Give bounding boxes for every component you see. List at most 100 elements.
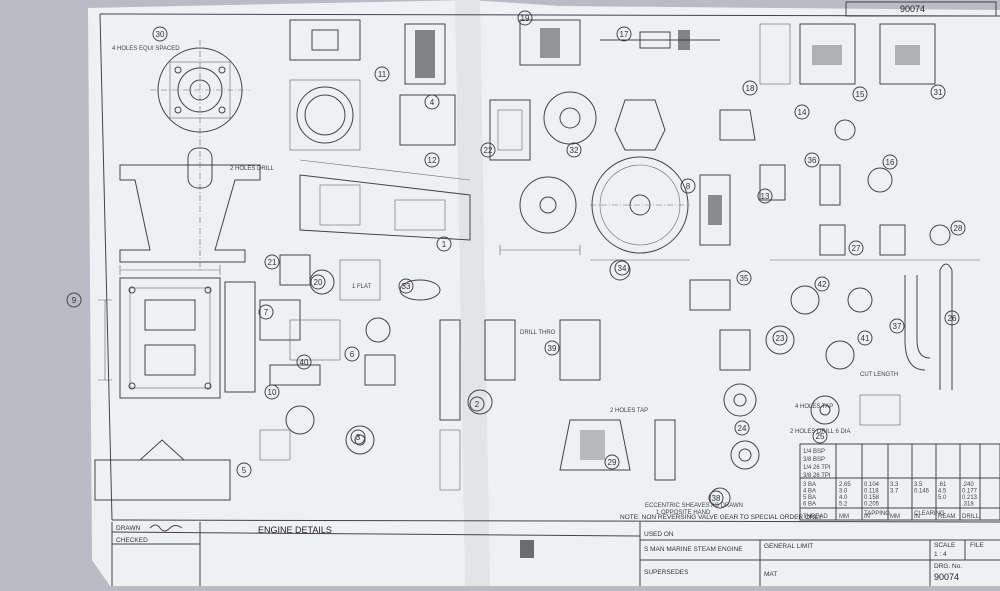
part-number: 38 — [712, 494, 721, 503]
part-balloon — [708, 490, 724, 506]
annotations: 4 HOLES EQUI SPACED 2 HOLES DRILL 2 HOLES … — [112, 46, 898, 516]
drawn-signature — [149, 524, 183, 532]
part-number: 36 — [808, 156, 817, 165]
part-number: 6 — [350, 350, 355, 359]
part-balloon — [889, 318, 905, 334]
thread-table-cell: 2.65 — [839, 482, 851, 488]
annotation: 1 FLAT — [352, 284, 372, 290]
part-balloon — [857, 330, 873, 346]
thread-table-cell: 0.118 — [864, 489, 879, 495]
thread-top-row-2: 3/8 BSP — [803, 457, 825, 463]
thread-table-cell: .318 — [962, 502, 974, 508]
part-number: 21 — [268, 258, 277, 267]
file-label: FILE — [970, 542, 984, 549]
thread-table-cell: 0.205 — [864, 502, 880, 508]
thread-table-cell: 3.0 — [839, 489, 848, 495]
thread-table-cell: .61 — [938, 482, 947, 488]
part-number: 8 — [686, 182, 691, 191]
part-balloon — [812, 428, 828, 444]
annotation: CUT LENGTH — [860, 372, 898, 378]
paper-fold — [455, 0, 490, 586]
part-balloon — [469, 396, 485, 412]
thread-table-cell: 0.104 — [864, 482, 880, 488]
annotation: 2 HOLES DRILL — [230, 166, 275, 172]
part-number: 34 — [618, 264, 627, 273]
checked-label: CHECKED — [116, 537, 148, 544]
annotation: DRILL THRO — [520, 330, 556, 336]
part-number: 29 — [608, 458, 617, 467]
part-number: 16 — [886, 158, 895, 167]
part-balloon — [604, 454, 620, 470]
part-number: 35 — [740, 274, 749, 283]
part-balloon — [736, 270, 752, 286]
scale-value: 1 : 4 — [934, 551, 947, 558]
part-balloon — [794, 104, 810, 120]
part-number: 39 — [548, 344, 557, 353]
part-balloon — [734, 420, 750, 436]
thread-table-group-header: TAPPING — [864, 511, 890, 517]
drawing-number-value: 90074 — [934, 572, 959, 582]
part-balloon — [296, 354, 312, 370]
annotation: 4 HOLES EQUI SPACED — [112, 46, 180, 52]
part-balloon — [680, 178, 696, 194]
part-number: 4 — [430, 98, 435, 107]
thread-table-header: THREAD — [803, 514, 828, 520]
drawing-number-label: DRG. No. — [934, 563, 962, 570]
part-number: 32 — [570, 146, 579, 155]
thread-table-cell: 5.0 — [938, 495, 947, 501]
part-balloon — [344, 346, 360, 362]
part-number: 24 — [738, 424, 747, 433]
part-number: 2 — [475, 400, 480, 409]
part-balloon — [398, 278, 414, 294]
part-balloon — [742, 80, 758, 96]
part-number: 23 — [776, 334, 785, 343]
thread-top-row-4: 3/8 26 TPI — [803, 473, 831, 479]
part-balloon — [772, 330, 788, 346]
drawn-label: DRAWN — [116, 525, 141, 532]
part-number: 26 — [948, 314, 957, 323]
part-balloon — [930, 84, 946, 100]
thread-table-group-header: CLEARING — [914, 511, 945, 517]
paper — [88, 0, 1000, 586]
part-number: 18 — [746, 84, 755, 93]
thread-table-cell: 4 BA — [803, 489, 816, 495]
part-number: 37 — [893, 322, 902, 331]
part-number: 31 — [934, 88, 943, 97]
part-number: 19 — [521, 14, 530, 23]
material-label: MAT — [764, 571, 777, 578]
part-number: 30 — [156, 30, 165, 39]
part-number: 40 — [300, 358, 309, 367]
thread-table-cell: 0.213 — [962, 495, 978, 501]
part-number: 12 — [428, 156, 437, 165]
thread-table-cell: 4.0 — [839, 495, 848, 501]
part-balloon — [814, 276, 830, 292]
part-balloon — [852, 86, 868, 102]
part-balloon — [804, 152, 820, 168]
binder-mark — [520, 540, 534, 558]
part-number: 11 — [378, 70, 387, 79]
thread-table-cell: 3.5 — [914, 482, 923, 488]
part-balloon — [264, 254, 280, 270]
part-number: 20 — [314, 278, 323, 287]
part-number: 41 — [861, 334, 870, 343]
thread-table-header: MM — [890, 514, 900, 520]
thread-table: 1/4 BSP 3/8 BSP 1/4 26 TPI 3/8 26 TPI 3 … — [799, 443, 1000, 521]
part-number: 5 — [242, 466, 247, 475]
part-balloon — [374, 66, 390, 82]
part-balloon — [757, 188, 773, 204]
part-balloon — [350, 429, 366, 445]
sheet-note: NOTE: NON REVERSING VALVE GEAR TO SPECIA… — [620, 514, 823, 521]
part-number: 9 — [72, 296, 77, 305]
part-number: 25 — [816, 432, 825, 441]
part-balloon — [517, 10, 533, 26]
used-on-value: S MAN MARINE STEAM ENGINE — [644, 546, 743, 553]
thread-table-cell: 6 BA — [803, 502, 816, 508]
annotation: 2 HOLES TAP — [610, 408, 648, 414]
thread-table-cell: 5 BA — [803, 495, 816, 501]
part-balloon — [424, 152, 440, 168]
part-balloon — [848, 240, 864, 256]
part-balloon — [480, 142, 496, 158]
thread-table-cell: .240 — [962, 482, 974, 488]
